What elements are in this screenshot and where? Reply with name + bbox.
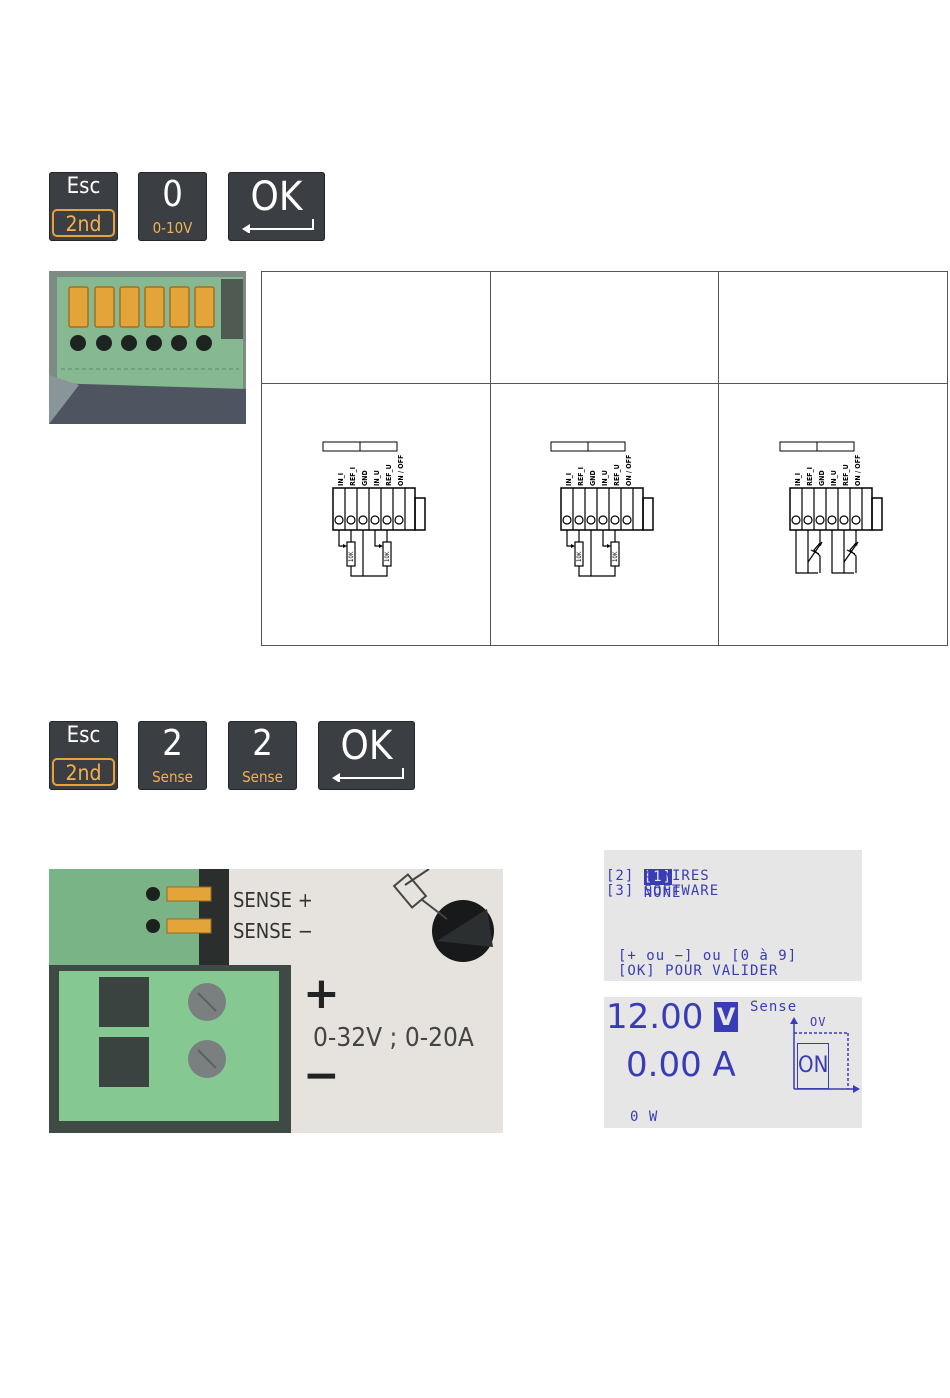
pin-label-in-u: IN_U <box>601 470 609 486</box>
ok-label: OK <box>340 723 393 769</box>
voltage-readout: 12.00 <box>606 997 704 1037</box>
menu-hint-2: [OK] POUR VALIDER <box>618 963 779 979</box>
two-label: 2 <box>252 723 273 764</box>
wiring-diagram-cell-3: IN_I REF_I GND IN_U REF_U ON / OFF <box>718 383 948 646</box>
wiring-header-cell-3 <box>718 271 948 384</box>
resistor-label: 10K <box>348 551 355 562</box>
wiring-diagram-resistors-2: IN_I REF_I GND IN_U REF_U ON / OFF <box>550 441 655 577</box>
esc-label: Esc <box>66 723 101 748</box>
ok-key[interactable]: OK <box>228 172 325 241</box>
zero-sub-label: 0-10V <box>152 219 193 237</box>
sense-sub-label: Sense <box>242 768 283 786</box>
pin-label-ref-i: REF_I <box>577 467 585 486</box>
sense-plus-label: SENSE + <box>233 888 313 912</box>
esc-label: Esc <box>66 174 101 199</box>
esc-2nd-key[interactable]: Esc 2nd <box>49 721 118 790</box>
ok-key[interactable]: OK <box>318 721 415 790</box>
ov-label: OV <box>810 1015 827 1029</box>
pin-label-ref-i: REF_I <box>349 467 357 486</box>
pin-label-ref-u: REF_U <box>385 464 393 486</box>
two-sense-key[interactable]: 2 Sense <box>228 721 297 790</box>
sense-indicator: Sense <box>750 999 798 1015</box>
pin-label-in-i: IN_I <box>337 472 345 485</box>
2nd-label: 2nd <box>52 758 115 786</box>
pin-label-gnd: GND <box>818 470 826 486</box>
menu-option-2: [2] 4 WIRES <box>606 868 710 884</box>
wiring-header-cell-1 <box>261 271 491 384</box>
wiring-diagram-cell-1: IN_I REF_I GND IN_U REF_U ON / OFF <box>261 383 491 646</box>
output-graph-icon <box>790 1017 860 1093</box>
wiring-table: IN_I REF_I GND IN_U REF_U ON / OFF <box>261 271 948 646</box>
pin-label-ref-u: REF_U <box>613 464 621 486</box>
current-readout: 0.00 A <box>626 1045 736 1085</box>
pin-label-in-u: IN_U <box>373 470 381 486</box>
pin-label-in-u: IN_U <box>830 470 838 486</box>
resistor-label: 10K <box>576 551 583 562</box>
wiring-diagram-resistors-1: IN_I REF_I GND IN_U REF_U ON / OFF <box>322 441 426 577</box>
enter-arrow-icon <box>242 219 314 233</box>
ok-label: OK <box>250 174 303 220</box>
sense-terminal-photo: SENSE + SENSE − + 0-32V ; 0-20A − <box>49 869 503 1133</box>
zero-key[interactable]: 0 0-10V <box>138 172 207 241</box>
esc-2nd-key[interactable]: Esc 2nd <box>49 172 118 241</box>
pin-label-ref-u: REF_U <box>842 464 850 486</box>
wiring-diagram-cell-2: IN_I REF_I GND IN_U REF_U ON / OFF <box>489 383 720 646</box>
menu-option-1-text: NONE <box>643 885 682 901</box>
pin-label-on-off: ON / OFF <box>625 454 633 485</box>
sense-sub-label: Sense <box>152 768 193 786</box>
wiring-diagram-adjustable: IN_I REF_I GND IN_U REF_U ON / OFF <box>779 441 883 574</box>
sense-minus-label: SENSE − <box>233 919 313 943</box>
two-label: 2 <box>162 723 183 764</box>
2nd-label: 2nd <box>52 209 115 237</box>
voltage-unit-badge: V <box>714 1002 738 1032</box>
pin-label-on-off: ON / OFF <box>854 454 862 485</box>
resistor-label: 10K <box>612 551 619 562</box>
output-state-box: ON <box>797 1043 829 1089</box>
resistor-label: 10K <box>384 551 391 562</box>
menu-hint-1: [+ ou −] ou [0 à 9] <box>618 948 798 964</box>
wiring-header-cell-2 <box>489 271 720 384</box>
pin-label-ref-i: REF_I <box>806 467 814 486</box>
lcd-sense-menu: [1] NONE [2] 4 WIRES [3] SOFTWARE [+ ou … <box>604 850 862 981</box>
pin-label-on-off: ON / OFF <box>397 454 405 485</box>
menu-option-1-number: [1] <box>643 869 673 885</box>
pin-label-in-i: IN_I <box>565 472 573 485</box>
power-readout: 0 W <box>630 1109 659 1125</box>
menu-option-3: [3] SOFTWARE <box>606 883 720 899</box>
pin-label-gnd: GND <box>361 470 369 486</box>
pin-label-gnd: GND <box>589 470 597 486</box>
voltage-current-rating: 0-32V ; 0-20A <box>313 1023 474 1053</box>
lcd-status-screen: 12.00 V Sense OV 0.00 A ON 0 W <box>604 997 862 1128</box>
zero-label: 0 <box>162 174 183 215</box>
terminal-block-photo <box>49 271 246 424</box>
minus-terminal-label: − <box>303 1050 340 1101</box>
pin-label-in-i: IN_I <box>794 472 802 485</box>
two-sense-key[interactable]: 2 Sense <box>138 721 207 790</box>
enter-arrow-icon <box>332 768 404 782</box>
plus-terminal-label: + <box>303 968 340 1019</box>
